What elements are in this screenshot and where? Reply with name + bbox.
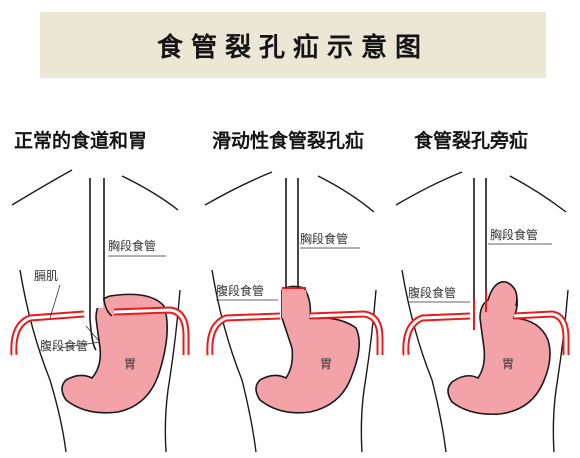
panel-3-heading: 食管裂孔旁疝 (414, 130, 529, 152)
panel-1-body-outline-right (121, 175, 179, 211)
panel-1-left-flank (19, 269, 67, 453)
panel-2-label-stomach: 胃 (320, 357, 332, 371)
panel-1-normal: 胸段食管 膈肌 腹段食管 胃 (10, 169, 190, 453)
diagram-title: 食管裂孔疝示意图 (156, 32, 429, 63)
panel-3-stomach (447, 286, 551, 416)
panel-3-label-abdominal-esophagus: 腹段食管 (408, 285, 456, 300)
panel-2-label-thoracic-esophagus: 胸段食管 (300, 231, 348, 246)
panel-1-body-outline (11, 169, 73, 206)
panel-3-hernia-bulge (487, 281, 518, 307)
title-banner: 食管裂孔疝示意图 (40, 12, 546, 78)
panel-1-label-abdominal-esophagus: 腹段食管 (40, 338, 88, 353)
panel-1-esophagus-fill (91, 178, 103, 308)
panel-2-label-abdominal-esophagus: 腹段食管 (216, 283, 264, 298)
panel-1-label-stomach: 胃 (124, 357, 136, 371)
panel-3-label-stomach: 胃 (502, 357, 514, 371)
panel-3-label-thoracic-esophagus: 胸段食管 (490, 227, 538, 242)
panel-2-hernia-sac (282, 288, 310, 320)
panel-2-sliding: 胸段食管 腹段食管 胃 (204, 171, 384, 453)
panel-1-diaphragm-inner (12, 308, 188, 356)
panel-1-stomach (61, 293, 168, 414)
panel-1-label-thoracic-esophagus: 胸段食管 (108, 238, 156, 253)
panel-1-heading: 正常的食道和胃 (14, 130, 148, 152)
panel-3-paraesophageal: 胸段食管 腹段食管 胃 (395, 171, 570, 453)
panel-2-esophagus (285, 178, 299, 288)
panel-1-esophagus (89, 178, 113, 351)
panel-2-heading: 滑动性食管裂孔疝 (212, 130, 365, 152)
panel-2-stomach (255, 285, 360, 414)
panel-1-label-diaphragm: 膈肌 (34, 269, 58, 283)
